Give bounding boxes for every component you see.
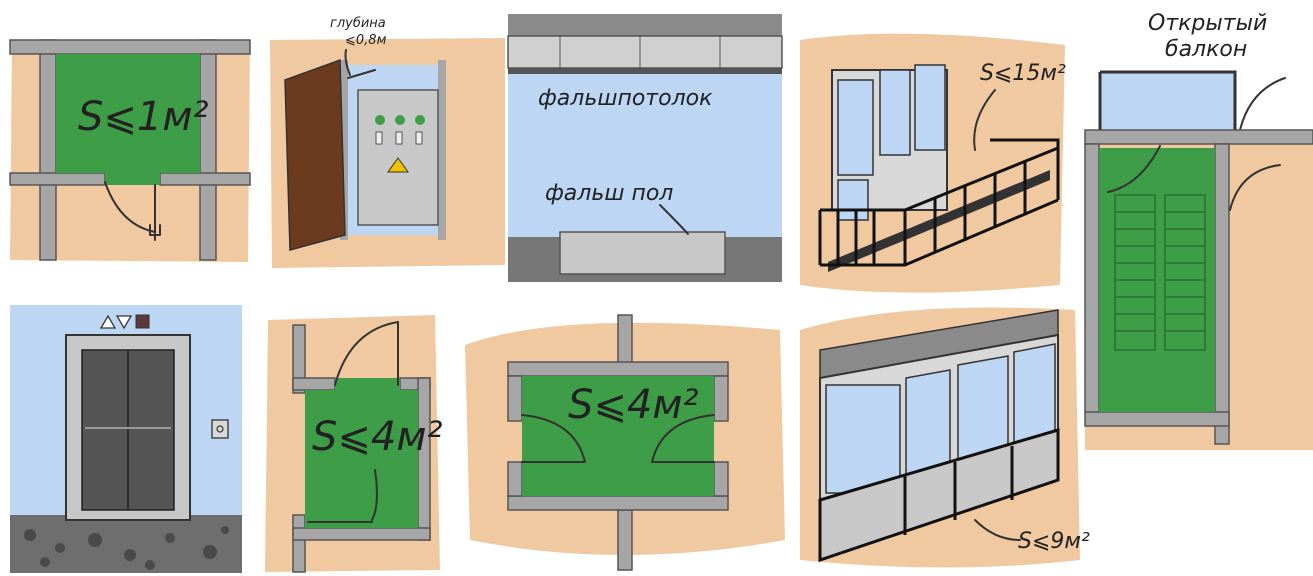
depth-value: ⩽0,8м <box>345 33 387 48</box>
panel-closet-1m2: S⩽1м² <box>10 40 250 262</box>
false-ceiling-label: фальшпотолок <box>538 86 713 111</box>
square-icon <box>136 315 149 328</box>
open-balcony-title-2: балкон <box>1165 37 1247 62</box>
panel-room-4m2-left: S⩽4м² <box>265 315 443 572</box>
panel-elevator <box>10 305 242 573</box>
loggia-area-label: S⩽9м² <box>1018 529 1090 554</box>
panel-false-ceiling-floor: фальшпотолок фальш пол <box>508 14 782 282</box>
room-left-area-label: S⩽4м² <box>312 414 443 460</box>
panel-open-balcony: Открытый балкон <box>1085 11 1313 450</box>
closet-area-label: S⩽1м² <box>78 94 209 140</box>
room-center-area-label: S⩽4м² <box>568 382 699 428</box>
call-button-icon <box>212 420 228 438</box>
panel-room-4m2-center: S⩽4м² <box>465 315 785 570</box>
false-floor-label: фальш пол <box>545 181 673 206</box>
open-balcony-title-1: Открытый <box>1148 11 1267 36</box>
balcony-area-label: S⩽15м² <box>980 61 1066 86</box>
panel-balcony-15m2: S⩽15м² <box>800 34 1066 293</box>
panel-electrical-niche: глубина ⩽0,8м <box>270 16 505 268</box>
panel-loggia-9m2: S⩽9м² <box>800 308 1090 568</box>
depth-title: глубина <box>330 16 386 31</box>
